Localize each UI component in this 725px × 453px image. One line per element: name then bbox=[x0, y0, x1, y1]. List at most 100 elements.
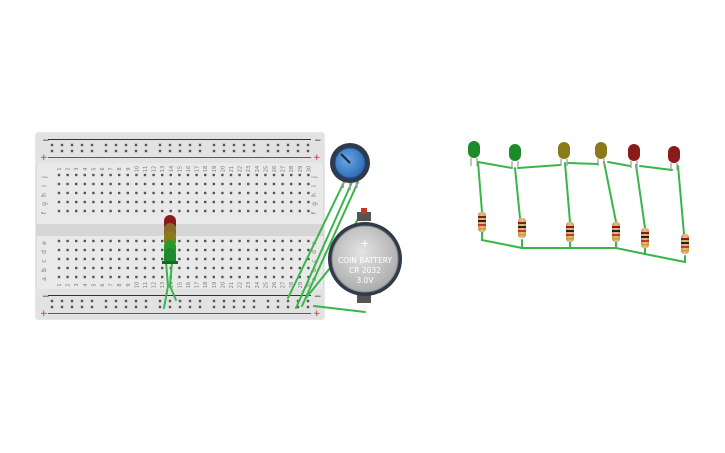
rail-hole[interactable] bbox=[134, 299, 138, 303]
terminal-hole[interactable] bbox=[307, 182, 310, 186]
terminal-hole[interactable] bbox=[255, 239, 258, 243]
terminal-hole[interactable] bbox=[118, 266, 121, 270]
terminal-hole[interactable] bbox=[143, 266, 147, 270]
terminal-hole[interactable] bbox=[238, 239, 241, 243]
terminal-hole[interactable] bbox=[143, 209, 147, 213]
terminal-hole[interactable] bbox=[221, 275, 224, 279]
terminal-hole[interactable] bbox=[152, 173, 155, 177]
terminal-hole[interactable] bbox=[264, 182, 267, 186]
terminal-hole[interactable] bbox=[57, 248, 61, 252]
terminal-hole[interactable] bbox=[255, 257, 258, 261]
rail-hole[interactable] bbox=[276, 299, 280, 303]
rail-hole[interactable] bbox=[296, 149, 300, 153]
terminal-hole[interactable] bbox=[66, 182, 69, 186]
terminal-hole[interactable] bbox=[169, 209, 172, 213]
terminal-hole[interactable] bbox=[290, 173, 293, 177]
terminal-hole[interactable] bbox=[229, 173, 233, 177]
rail-hole[interactable] bbox=[188, 149, 192, 153]
rail-hole[interactable] bbox=[212, 143, 216, 147]
wire-led-ground-2[interactable] bbox=[168, 261, 177, 301]
rail-hole[interactable] bbox=[60, 299, 64, 303]
rail-hole[interactable] bbox=[90, 305, 94, 309]
terminal-hole[interactable] bbox=[57, 275, 61, 279]
terminal-hole[interactable] bbox=[57, 266, 61, 270]
terminal-hole[interactable] bbox=[221, 191, 224, 195]
rail-hole[interactable] bbox=[70, 305, 74, 309]
terminal-hole[interactable] bbox=[298, 275, 301, 279]
terminal-hole[interactable] bbox=[307, 200, 310, 204]
terminal-hole[interactable] bbox=[281, 182, 284, 186]
chain-resistor-5[interactable] bbox=[641, 228, 649, 248]
terminal-hole[interactable] bbox=[126, 191, 129, 195]
terminal-hole[interactable] bbox=[135, 191, 138, 195]
rail-hole[interactable] bbox=[114, 143, 118, 147]
rail-hole[interactable] bbox=[198, 143, 202, 147]
terminal-hole[interactable] bbox=[126, 257, 129, 261]
chain-resistor-2[interactable] bbox=[518, 218, 526, 238]
terminal-hole[interactable] bbox=[247, 182, 250, 186]
rail-hole[interactable] bbox=[90, 149, 94, 153]
terminal-hole[interactable] bbox=[100, 173, 104, 177]
terminal-hole[interactable] bbox=[135, 275, 138, 279]
terminal-hole[interactable] bbox=[264, 275, 267, 279]
terminal-hole[interactable] bbox=[143, 248, 147, 252]
terminal-hole[interactable] bbox=[298, 209, 301, 213]
terminal-hole[interactable] bbox=[92, 182, 95, 186]
rail-hole[interactable] bbox=[104, 299, 108, 303]
terminal-hole[interactable] bbox=[83, 248, 86, 252]
rail-hole[interactable] bbox=[276, 305, 280, 309]
chain-led-green-1[interactable] bbox=[468, 141, 480, 166]
terminal-hole[interactable] bbox=[272, 248, 276, 252]
terminal-hole[interactable] bbox=[195, 182, 198, 186]
terminal-hole[interactable] bbox=[238, 191, 241, 195]
rail-hole[interactable] bbox=[198, 299, 202, 303]
rail-hole[interactable] bbox=[276, 143, 280, 147]
terminal-hole[interactable] bbox=[118, 239, 121, 243]
terminal-hole[interactable] bbox=[135, 200, 138, 204]
terminal-hole[interactable] bbox=[92, 200, 95, 204]
terminal-hole[interactable] bbox=[135, 209, 138, 213]
rail-hole[interactable] bbox=[222, 149, 226, 153]
rail-hole[interactable] bbox=[80, 143, 84, 147]
rail-hole[interactable] bbox=[276, 149, 280, 153]
terminal-hole[interactable] bbox=[255, 200, 258, 204]
rail-hole[interactable] bbox=[198, 305, 202, 309]
rail-hole[interactable] bbox=[50, 305, 54, 309]
terminal-hole[interactable] bbox=[255, 248, 258, 252]
terminal-hole[interactable] bbox=[255, 191, 258, 195]
rail-hole[interactable] bbox=[286, 149, 290, 153]
terminal-hole[interactable] bbox=[161, 209, 164, 213]
chain-resistor-1[interactable] bbox=[478, 212, 486, 232]
terminal-hole[interactable] bbox=[186, 173, 190, 177]
terminal-hole[interactable] bbox=[135, 182, 138, 186]
terminal-hole[interactable] bbox=[221, 266, 224, 270]
terminal-hole[interactable] bbox=[83, 266, 86, 270]
terminal-hole[interactable] bbox=[204, 248, 207, 252]
terminal-hole[interactable] bbox=[152, 191, 155, 195]
terminal-hole[interactable] bbox=[126, 266, 129, 270]
terminal-hole[interactable] bbox=[161, 200, 164, 204]
terminal-hole[interactable] bbox=[298, 248, 301, 252]
terminal-hole[interactable] bbox=[178, 257, 181, 261]
terminal-hole[interactable] bbox=[264, 239, 267, 243]
terminal-hole[interactable] bbox=[264, 257, 267, 261]
terminal-hole[interactable] bbox=[204, 275, 207, 279]
rail-hole[interactable] bbox=[144, 149, 148, 153]
terminal-hole[interactable] bbox=[221, 173, 224, 177]
chain-resistor-4[interactable] bbox=[612, 222, 620, 242]
rail-hole[interactable] bbox=[286, 143, 290, 147]
terminal-hole[interactable] bbox=[307, 239, 310, 243]
terminal-hole[interactable] bbox=[57, 191, 61, 195]
rail-hole[interactable] bbox=[212, 149, 216, 153]
terminal-hole[interactable] bbox=[298, 200, 301, 204]
terminal-hole[interactable] bbox=[66, 275, 69, 279]
rail-hole[interactable] bbox=[80, 149, 84, 153]
terminal-hole[interactable] bbox=[264, 173, 267, 177]
terminal-hole[interactable] bbox=[118, 182, 121, 186]
rail-hole[interactable] bbox=[178, 143, 182, 147]
rail-hole[interactable] bbox=[104, 143, 108, 147]
terminal-hole[interactable] bbox=[135, 248, 138, 252]
rail-hole[interactable] bbox=[144, 299, 148, 303]
terminal-hole[interactable] bbox=[290, 200, 293, 204]
rail-hole[interactable] bbox=[222, 305, 226, 309]
